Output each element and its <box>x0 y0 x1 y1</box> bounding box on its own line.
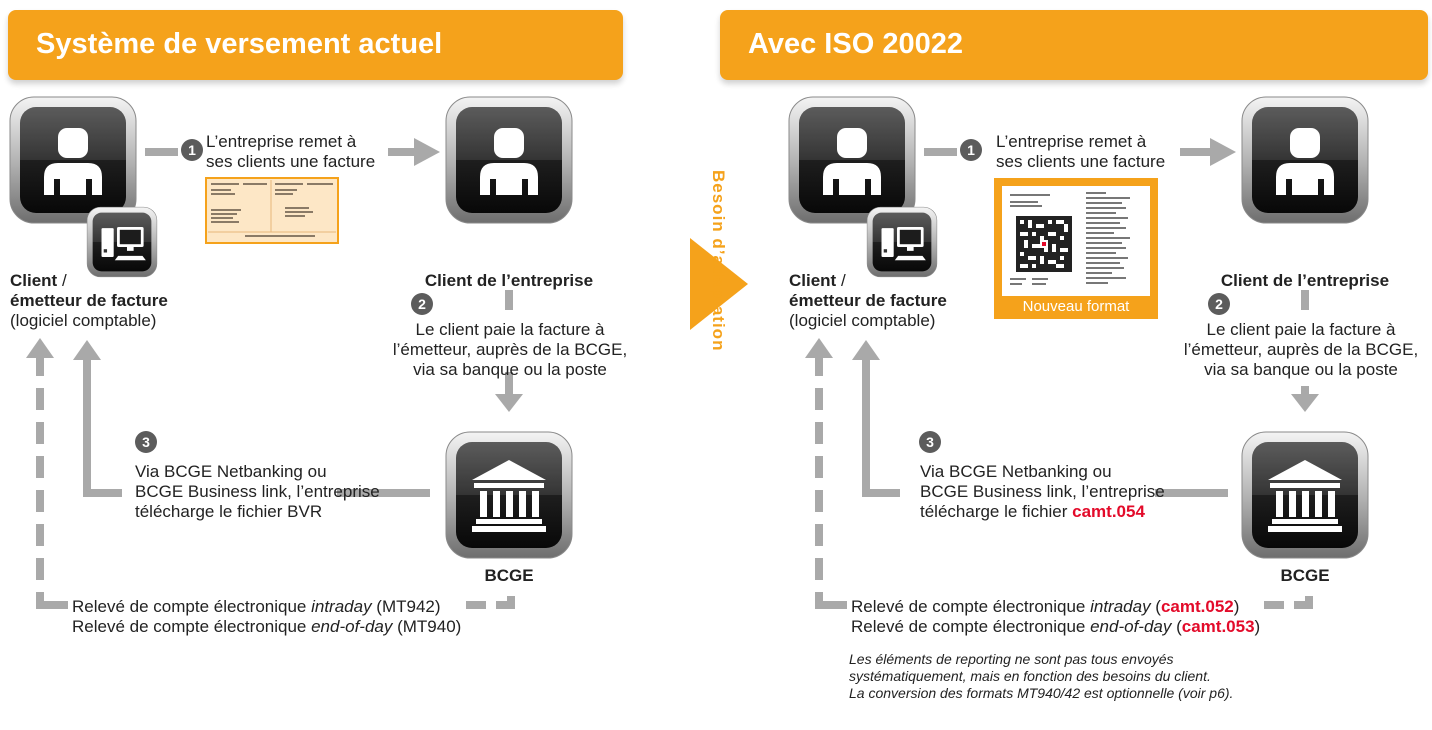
computer-icon <box>86 206 158 278</box>
step-3-badge: 3 <box>135 431 157 453</box>
svg-text:1: 1 <box>188 142 196 158</box>
customer-label: Client de l’entreprise <box>1220 271 1390 290</box>
header-title: Système de versement actuel <box>36 28 443 60</box>
header-title: Avec ISO 20022 <box>748 28 963 60</box>
step-3-badge: 3 <box>919 431 941 453</box>
qr-invoice-card: Nouveau format <box>994 178 1158 319</box>
bank-label: BCGE <box>484 566 534 585</box>
adaptation-label: Besoin d’adaptation <box>708 170 730 360</box>
svg-text:3: 3 <box>142 434 150 450</box>
step-1-badge: 1 <box>960 139 982 161</box>
transition-chevron-icon <box>690 238 748 330</box>
computer-icon <box>866 206 938 278</box>
step-2-badge: 2 <box>411 293 433 315</box>
step-2-badge: 2 <box>1208 293 1230 315</box>
svg-text:2: 2 <box>1215 296 1223 312</box>
step-3-text: Via BCGE Netbanking ou BCGE Business lin… <box>920 462 1165 521</box>
adaptation-label-text: Besoin d’adaptation <box>709 170 728 352</box>
bank-icon <box>444 430 574 560</box>
customer-person-icon <box>444 95 574 225</box>
step-1-text: L’entreprise remet à ses clients une fac… <box>996 132 1166 171</box>
header-current-system: Système de versement actuel <box>8 10 623 80</box>
step-1-text: L’entreprise remet à ses clients une fac… <box>206 132 376 171</box>
customer-label: Client de l’entreprise <box>424 271 594 290</box>
issuer-label: Client / émetteur de facture (logiciel c… <box>10 271 168 330</box>
svg-text:1: 1 <box>967 142 975 158</box>
bank-icon <box>1240 430 1370 560</box>
step-2-text: Le client paie la facture à l’émetteur, … <box>392 320 628 379</box>
statement-text: Relevé de compte électronique intraday (… <box>72 597 462 636</box>
step-1-badge: 1 <box>181 139 203 161</box>
statement-text: Relevé de compte électronique intraday (… <box>851 597 1261 636</box>
qr-invoice-image <box>1002 186 1150 296</box>
footnote: Les éléments de reporting ne sont pas to… <box>849 651 1234 701</box>
qr-invoice-caption: Nouveau format <box>1022 298 1130 315</box>
issuer-label: Client / émetteur de facture (logiciel c… <box>789 271 947 330</box>
header-iso20022: Avec ISO 20022 <box>720 10 1428 80</box>
svg-text:2: 2 <box>418 296 426 312</box>
step-2-text: Le client paie la facture à l’émetteur, … <box>1183 320 1419 379</box>
bank-label: BCGE <box>1280 566 1330 585</box>
svg-text:3: 3 <box>926 434 934 450</box>
bvr-slip-image <box>205 177 339 244</box>
customer-person-icon <box>1240 95 1370 225</box>
step-3-text: Via BCGE Netbanking ou BCGE Business lin… <box>135 462 380 521</box>
